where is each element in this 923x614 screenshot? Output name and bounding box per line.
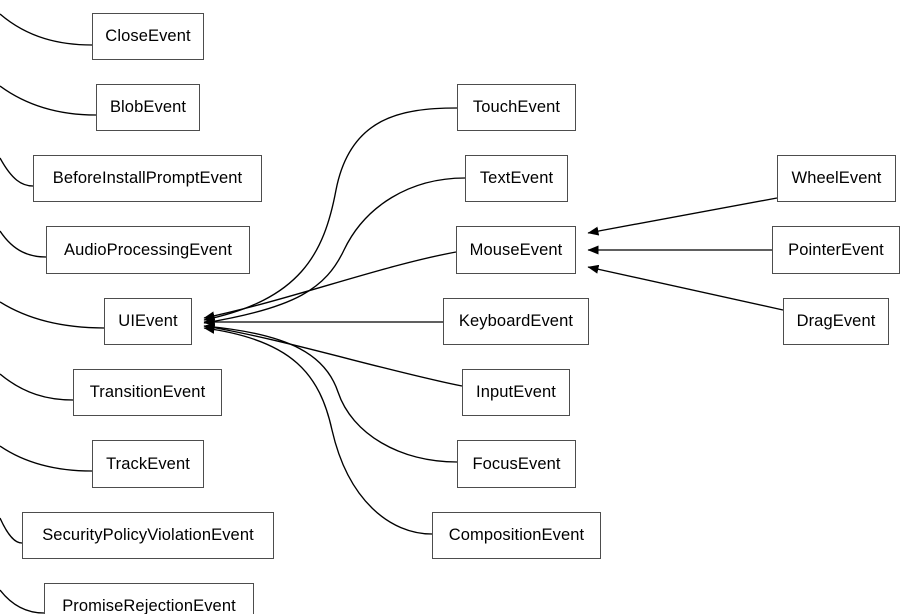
node-trackevent[interactable]: TrackEvent bbox=[92, 440, 204, 488]
node-compositionevent[interactable]: CompositionEvent bbox=[432, 512, 601, 559]
node-label: PromiseRejectionEvent bbox=[62, 597, 236, 614]
node-pointerevent[interactable]: PointerEvent bbox=[772, 226, 900, 274]
node-label: BeforeInstallPromptEvent bbox=[52, 169, 243, 188]
node-label: TrackEvent bbox=[106, 454, 190, 473]
node-label: KeyboardEvent bbox=[458, 312, 574, 331]
edge-focusevent-to-uievent bbox=[203, 322, 458, 463]
node-label: SecurityPolicyViolationEvent bbox=[42, 526, 254, 545]
node-label: InputEvent bbox=[476, 383, 556, 402]
node-label: TransitionEvent bbox=[89, 383, 206, 402]
edge-blobevent-to-offscreen bbox=[0, 85, 97, 116]
edge-dragevent-to-mouseevent bbox=[587, 264, 784, 311]
edge-transitionevent-to-offscreen bbox=[0, 373, 74, 401]
edge-trackevent-to-offscreen bbox=[0, 445, 93, 472]
node-blobevent[interactable]: BlobEvent bbox=[96, 84, 200, 131]
node-securitypolicyviolationevent[interactable]: SecurityPolicyViolationEvent bbox=[22, 512, 274, 559]
node-dragevent[interactable]: DragEvent bbox=[783, 298, 889, 345]
node-label: UIEvent bbox=[118, 312, 178, 331]
node-promiserejectionevent[interactable]: PromiseRejectionEvent bbox=[44, 583, 254, 614]
node-uievent[interactable]: UIEvent bbox=[104, 298, 192, 345]
node-mouseevent[interactable]: MouseEvent bbox=[456, 226, 576, 274]
edge-inputevent-to-uievent bbox=[203, 323, 463, 387]
edge-textevent-to-uievent bbox=[203, 177, 466, 326]
node-label: TextEvent bbox=[479, 169, 554, 188]
node-label: BlobEvent bbox=[109, 98, 187, 117]
edge-securitypolicyviolationevent-to-offscreen bbox=[0, 517, 23, 544]
edge-mouseevent-to-uievent bbox=[203, 251, 457, 321]
node-audioprocessingevent[interactable]: AudioProcessingEvent bbox=[46, 226, 250, 274]
node-beforeinstallpromptevent[interactable]: BeforeInstallPromptEvent bbox=[33, 155, 262, 202]
node-label: AudioProcessingEvent bbox=[63, 240, 232, 259]
node-focusevent[interactable]: FocusEvent bbox=[457, 440, 576, 488]
node-textevent[interactable]: TextEvent bbox=[465, 155, 568, 202]
node-label: PointerEvent bbox=[788, 240, 884, 259]
node-keyboardevent[interactable]: KeyboardEvent bbox=[443, 298, 589, 345]
node-label: CloseEvent bbox=[105, 27, 191, 46]
edge-touchevent-to-uievent bbox=[203, 107, 458, 323]
node-label: FocusEvent bbox=[472, 454, 561, 473]
node-label: MouseEvent bbox=[469, 240, 563, 259]
node-touchevent[interactable]: TouchEvent bbox=[457, 84, 576, 131]
node-label: WheelEvent bbox=[791, 169, 882, 188]
node-closeevent[interactable]: CloseEvent bbox=[92, 13, 204, 60]
node-label: TouchEvent bbox=[472, 98, 561, 117]
edge-wheelevent-to-mouseevent bbox=[587, 197, 778, 236]
edge-promiserejectionevent-to-offscreen bbox=[0, 589, 45, 614]
node-wheelevent[interactable]: WheelEvent bbox=[777, 155, 896, 202]
edge-beforeinstallpromptevent-to-offscreen bbox=[0, 157, 34, 187]
node-transitionevent[interactable]: TransitionEvent bbox=[73, 369, 222, 416]
node-label: DragEvent bbox=[796, 312, 876, 331]
edge-audioprocessingevent-to-offscreen bbox=[0, 230, 47, 258]
node-label: CompositionEvent bbox=[448, 526, 585, 545]
edge-compositionevent-to-uievent bbox=[203, 324, 433, 535]
node-inputevent[interactable]: InputEvent bbox=[462, 369, 570, 416]
edge-uievent-to-offscreen bbox=[0, 301, 105, 329]
edge-closeevent-to-offscreen bbox=[0, 13, 93, 46]
